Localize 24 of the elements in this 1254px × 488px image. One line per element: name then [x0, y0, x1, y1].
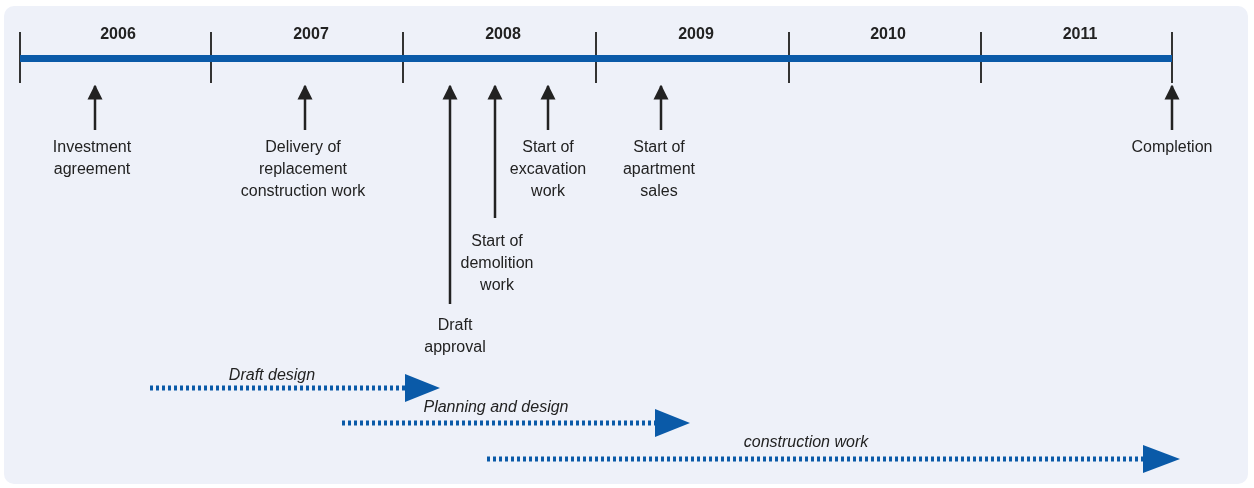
phase-label: Planning and design [422, 397, 570, 417]
arrow [653, 84, 669, 130]
arrow [442, 84, 458, 304]
year-label: 2011 [1061, 24, 1099, 44]
milestone-label: Start of demolition work [452, 230, 542, 296]
timeline-bar [20, 55, 1172, 62]
year-label: 2008 [484, 24, 522, 44]
phase-label: construction work [742, 432, 870, 452]
milestone-label: Delivery of replacement construction work [228, 136, 378, 202]
arrow [297, 84, 313, 130]
year-label: 2006 [99, 24, 137, 44]
arrow [87, 84, 103, 130]
arrow [487, 84, 503, 218]
year-label: 2010 [869, 24, 907, 44]
milestone-label: Completion [1122, 136, 1222, 158]
milestone-label: Start of apartment sales [614, 136, 704, 202]
milestone-label: Draft approval [415, 314, 495, 358]
milestone-label: Start of excavation work [503, 136, 593, 202]
year-label: 2007 [292, 24, 330, 44]
milestone-label: Investment agreement [37, 136, 147, 180]
arrow [540, 84, 556, 130]
arrow [1164, 84, 1180, 130]
year-label: 2009 [677, 24, 715, 44]
phase-label: Draft design [227, 365, 317, 385]
